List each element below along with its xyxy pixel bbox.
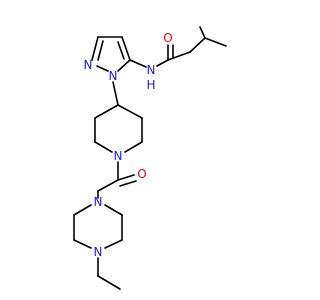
molecule-canvas: N N N H O N O N N [73, 26, 227, 290]
atom-o-acetyl: O [137, 167, 146, 181]
bond-pip-n-c6 [94, 141, 113, 153]
atom-n-pyrazole-2: N [84, 58, 93, 72]
piperazine-ring [73, 204, 123, 249]
bond-n2-c3-inner [97, 40, 104, 61]
bond-n1-n2 [96, 65, 109, 72]
acetyl-linker [97, 161, 137, 199]
bond-co-ch2 [167, 51, 191, 61]
bond-c5-n1 [117, 59, 131, 72]
bond-ch2-ch3 [97, 275, 121, 290]
bond-ch-me2 [204, 37, 227, 47]
ethyl-group [97, 257, 121, 290]
bond-c4-c5 [121, 36, 131, 61]
atom-n-pyrazole-1: N [109, 69, 118, 83]
atom-n-piperazine-4: N [94, 245, 103, 259]
bond-c5-nh [129, 59, 147, 68]
bond-pz-n1-c2 [104, 204, 123, 216]
atom-h-amide: H [146, 78, 155, 92]
bond-pz-c6-n1 [73, 204, 92, 216]
bond-pz-n4-c5 [73, 239, 92, 249]
atom-n-amide: N [147, 63, 156, 77]
amide-chain [129, 26, 227, 68]
bond-acetyl-co-1 [117, 174, 135, 181]
atom-n-piperidine: N [114, 149, 123, 163]
atom-o-amide: O [163, 31, 172, 45]
bond-ch2-ch [189, 37, 206, 53]
bond-c4-c5-inner [117, 41, 125, 60]
bond-acetyl-co-2 [119, 180, 137, 187]
structure-diagram: N N N H O N O N N [73, 26, 227, 290]
bond-ch-me1 [199, 26, 206, 39]
bond-pip-c2-n [124, 141, 143, 153]
piperidine-ring [94, 81, 143, 153]
bond-pip-c5-c4 [94, 104, 119, 119]
atom-labels: N N N H O N O N N [84, 31, 173, 259]
bond-pip-c4-c3 [117, 104, 143, 119]
bond-n2-c3 [91, 36, 99, 61]
pyrazole-ring [91, 36, 131, 72]
atom-n-piperazine-1: N [94, 195, 103, 209]
bond-co-ch2 [97, 179, 119, 192]
bond-nh-co [156, 59, 169, 67]
bond-pz-c3-n4 [104, 239, 123, 249]
bond-n1-c4pip [112, 81, 119, 106]
